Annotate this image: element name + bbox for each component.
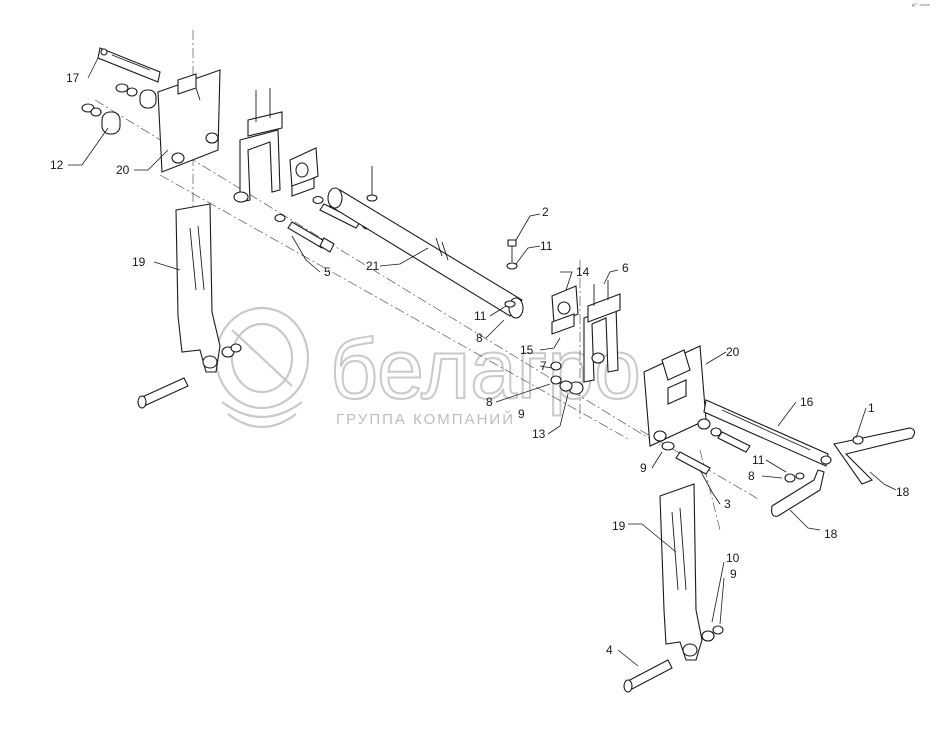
callout-7: 7 [540, 359, 547, 373]
adjuster-plate-19-right [623, 483, 724, 693]
bolt-3 [661, 427, 751, 475]
clamp-block-14 [504, 285, 579, 335]
callout-16: 16 [800, 395, 814, 409]
callout-17: 17 [66, 71, 80, 85]
watermark-tagline: ГРУППА КОМПАНИЙ [336, 410, 515, 428]
callout-15: 15 [520, 343, 534, 357]
callout-6: 6 [622, 261, 629, 275]
washers-upper-left [81, 83, 157, 135]
callout-labels: 17 12 20 19 5 21 2 11 11 8 15 7 8 9 13 1… [50, 71, 910, 657]
clamp-block-upper [289, 147, 319, 197]
slotted-link-16 [703, 399, 832, 467]
callout-13: 13 [532, 427, 546, 441]
callout-19-left: 19 [132, 255, 146, 269]
leader-lines [68, 57, 897, 667]
bracket-plate-20-left [157, 69, 221, 173]
callout-18-lower: 18 [824, 527, 838, 541]
tube-21 [327, 187, 524, 319]
callout-20-left: 20 [116, 163, 130, 177]
callout-8-center: 8 [476, 331, 483, 345]
bolt-5 [274, 213, 335, 253]
callout-9-right: 9 [640, 461, 647, 475]
washers-center [550, 361, 573, 392]
callout-18-right: 18 [896, 485, 910, 499]
callout-9-lower: 9 [730, 567, 737, 581]
bracket-plate-20-right [643, 345, 711, 447]
callout-14: 14 [576, 265, 590, 279]
callout-11-left: 11 [474, 309, 487, 323]
callout-19-right: 19 [612, 519, 626, 533]
callout-9-center: 9 [518, 407, 525, 421]
callout-2: 2 [542, 205, 549, 219]
callout-10: 10 [726, 551, 740, 565]
clamp-bracket-upper [233, 88, 283, 203]
handle-18-lower [771, 469, 825, 517]
callout-12: 12 [50, 158, 64, 172]
callout-8-right: 8 [748, 469, 755, 483]
bolt-2 [506, 239, 518, 270]
callout-1: 1 [868, 401, 875, 415]
slotted-link-17 [97, 47, 161, 83]
callout-21: 21 [366, 259, 380, 273]
callout-4: 4 [606, 643, 613, 657]
callout-11-center: 11 [540, 239, 553, 253]
handle-18-right [833, 427, 916, 485]
callout-11-right: 11 [752, 453, 765, 467]
callout-3: 3 [724, 497, 731, 511]
callout-5: 5 [324, 265, 331, 279]
callout-20-right: 20 [726, 345, 740, 359]
callout-8-lower: 8 [486, 395, 493, 409]
corner-mark: e° === [912, 3, 930, 9]
adjuster-plate-19-left [137, 203, 242, 409]
